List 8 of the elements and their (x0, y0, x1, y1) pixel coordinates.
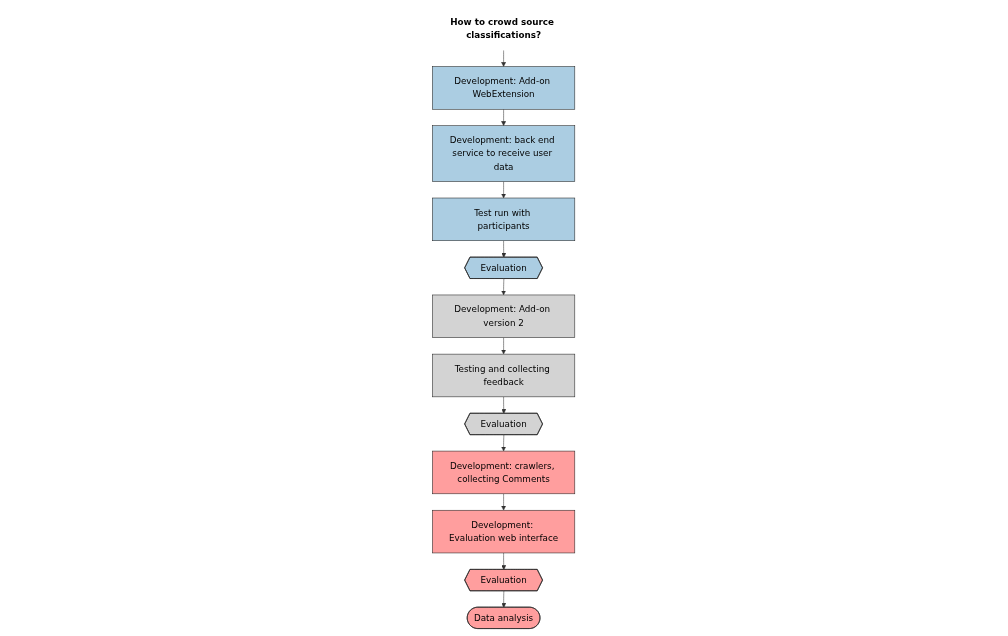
node-box: Development: Add-on WebExtension (432, 66, 576, 110)
node-box: Test run with participants (432, 197, 576, 242)
node-box: Development: Evaluation web interface (432, 510, 576, 554)
node-box: Testing and collecting feedback (432, 353, 576, 398)
node-box: Development: crawlers, collecting Comments (432, 450, 576, 495)
node-text: How to crowd source classifications? (450, 16, 555, 41)
node-box: Development: Add-on version 2 (432, 294, 576, 338)
node-box: Development: back end service to receive user data (432, 125, 576, 182)
